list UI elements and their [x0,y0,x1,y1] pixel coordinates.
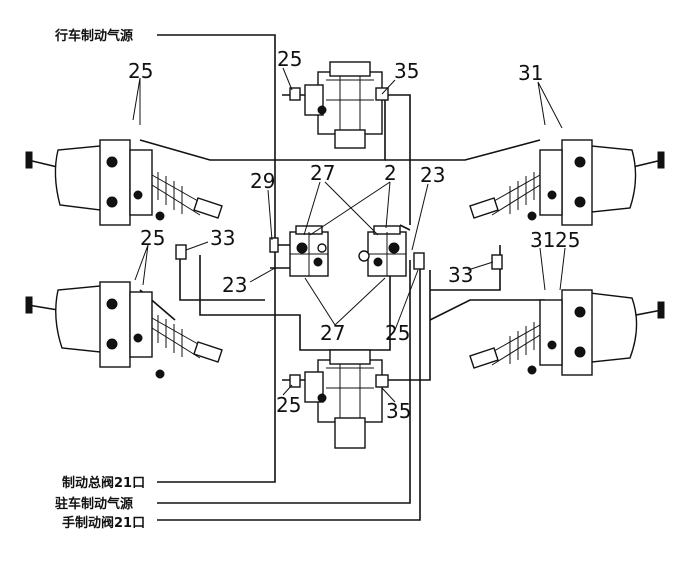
callout-23-left: 23 [222,273,247,297]
label-service-brake-source: 行车制动气源 [54,28,133,44]
callout-27-top: 27 [310,161,335,185]
callout-33-left: 33 [210,226,235,250]
callout-35-bottom: 35 [386,399,411,423]
leader-lines [132,67,566,403]
callout-27-bottom: 27 [320,321,345,345]
center-valve-right [358,225,407,277]
relay-valve-33-left [175,244,187,260]
line-right-lower-chamber [429,299,545,321]
line-center-23-right [399,224,411,231]
line-lower-loop [199,255,391,351]
caliper-bottom [289,349,389,449]
callout-29: 29 [250,169,275,193]
callout-25-left-bottom: 25 [140,226,165,250]
callout-25-bottom-caliper: 25 [276,393,301,417]
check-valve-23-right [413,252,425,270]
brake-chamber-right-top [469,139,665,226]
callout-23-right: 23 [420,163,445,187]
callout-31-top: 31 [518,61,543,85]
parking-source-line [157,260,411,504]
caliper-top [289,61,389,149]
line-left-33 [179,245,265,301]
callout-25-right: 25 [555,228,580,252]
hand-valve-line [157,260,421,521]
valve-29 [269,237,279,253]
line-right-top-chamber [385,139,541,161]
line-top-35-right [380,94,411,225]
label-hand-brake-valve: 手制动阀21口 [62,515,145,531]
callout-25-left-top: 25 [128,59,153,83]
line-left-top-chamber [139,100,386,161]
brake-chamber-right-bottom [469,289,665,376]
service-source-line [157,34,276,483]
center-valve-left [289,225,329,277]
callout-33-right: 33 [448,263,473,287]
callout-35-top: 35 [394,59,419,83]
relay-valve-33-right [491,254,503,270]
callout-25-center: 25 [385,321,410,345]
callout-25-top-caliper: 25 [277,47,302,71]
callout-2: 2 [384,161,397,185]
brake-chamber-left-bottom [25,281,223,379]
label-brake-main-valve: 制动总阀21口 [62,475,145,491]
brake-chamber-left-top [25,139,223,226]
label-parking-brake-source: 驻车制动气源 [55,496,133,512]
callout-31-bottom: 31 [530,228,555,252]
line-bottom-35 [380,270,431,381]
